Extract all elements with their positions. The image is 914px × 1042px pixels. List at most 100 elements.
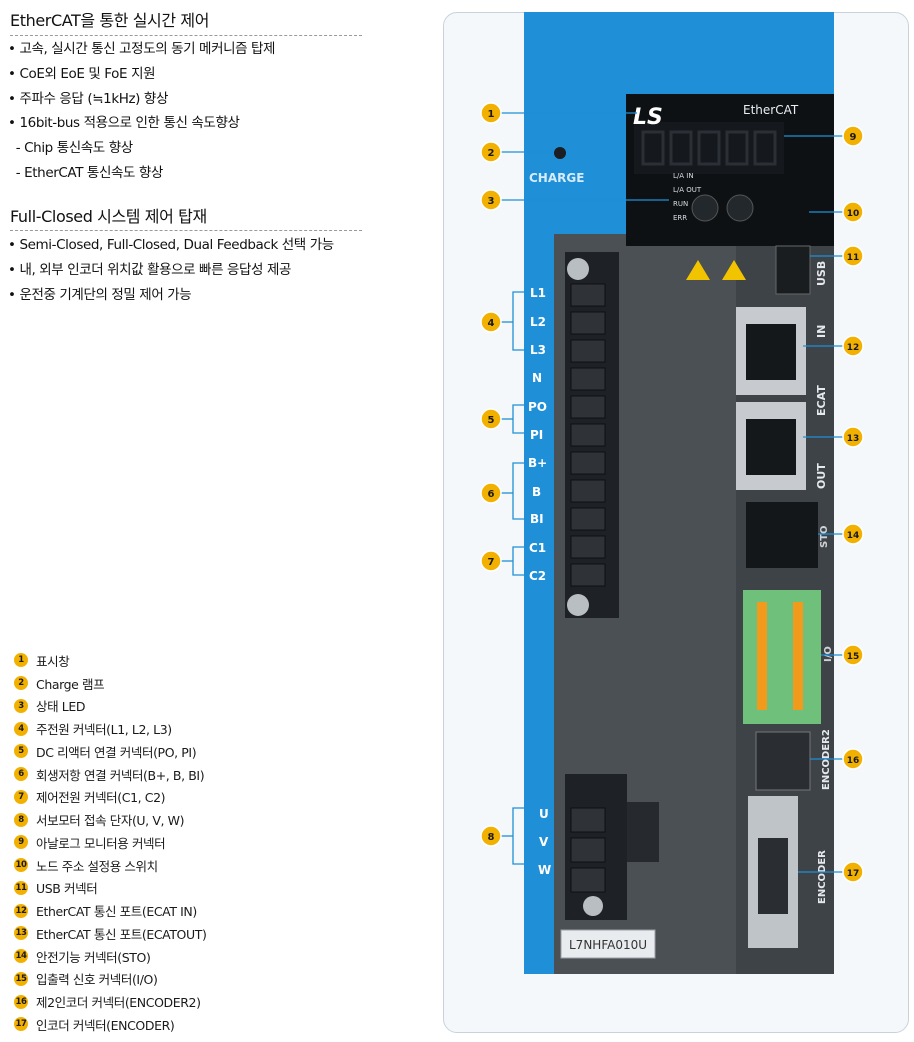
terminal-label: B xyxy=(532,485,541,499)
section-divider xyxy=(10,230,362,231)
terminal-label: PI xyxy=(530,428,543,442)
high-voltage-warning-icon xyxy=(686,260,710,280)
callout-badge xyxy=(480,141,502,163)
legend-label: 입출력 신호 커넥터(I/O) xyxy=(36,972,158,988)
callout-number: 10 xyxy=(847,209,860,219)
legend-number-badge: 9 xyxy=(14,835,28,850)
callout-number: 3 xyxy=(488,196,495,207)
callout-badge xyxy=(480,482,502,504)
terminal-label: BI xyxy=(530,512,544,526)
io-release-tabs xyxy=(793,602,803,710)
legend-number-badge: 11 xyxy=(14,880,28,895)
section-title-ethercat: EtherCAT을 통한 실시간 제어 xyxy=(10,11,210,30)
callout-badge xyxy=(480,189,502,211)
callout-badge xyxy=(480,311,502,333)
legend-label: DC 리액터 연결 커넥터(PO, PI) xyxy=(36,744,197,760)
encoder2-connector[interactable] xyxy=(755,731,811,791)
section-divider xyxy=(10,35,362,36)
callout-number: 8 xyxy=(488,832,495,843)
ls-logo: LS xyxy=(633,105,663,130)
led-label: L/A IN xyxy=(673,172,694,180)
callout-number: 14 xyxy=(847,531,860,541)
node-address-switch[interactable] xyxy=(691,194,719,222)
callout-number: 1 xyxy=(488,109,495,120)
legend-number-badge: 16 xyxy=(14,994,28,1009)
motor-terminal-label: U xyxy=(539,807,549,821)
terminal-label: L1 xyxy=(530,286,546,300)
ecat-out-label: OUT xyxy=(815,463,828,489)
charge-lamp xyxy=(554,147,566,159)
legend-label: 인코더 커넥터(ENCODER) xyxy=(36,1017,175,1033)
charge-label: CHARGE xyxy=(529,171,584,185)
legend-item: 5 DC 리액터 연결 커넥터(PO, PI) xyxy=(14,740,206,763)
io-label: I/O xyxy=(823,646,834,662)
ecat-out-socket xyxy=(746,419,796,475)
ethercat-logo: EtherCAT xyxy=(743,103,799,117)
legend-number-badge: 5 xyxy=(14,744,28,759)
callout-badge xyxy=(842,201,864,223)
feature-item: • 내, 외부 인코더 위치값 활용으로 빠른 응답성 제공 xyxy=(8,261,291,278)
callout-number: 5 xyxy=(488,415,495,426)
legend-number-badge: 7 xyxy=(14,789,28,804)
terminal-label: C2 xyxy=(529,569,546,583)
legend-number-badge: 17 xyxy=(14,1017,28,1032)
callout-badge xyxy=(842,644,864,666)
legend-item: 16 제2인코더 커넥터(ENCODER2) xyxy=(14,990,206,1013)
usb-label: USB xyxy=(815,261,828,286)
model-number: L7NHFA010U xyxy=(569,938,647,952)
terminal-screw xyxy=(567,594,589,616)
legend-number-badge: 2 xyxy=(14,676,28,691)
usb-port[interactable] xyxy=(775,245,811,295)
feature-item: - EtherCAT 통신속도 향상 xyxy=(8,164,164,181)
callout-badge xyxy=(480,825,502,847)
legend-label: EtherCAT 통신 포트(ECAT IN) xyxy=(36,904,197,920)
legend-item: 15 입출력 신호 커넥터(I/O) xyxy=(14,968,206,991)
legend-label: 제2인코더 커넥터(ENCODER2) xyxy=(36,995,201,1011)
led-label: RUN xyxy=(673,200,688,208)
legend-number-badge: 12 xyxy=(14,903,28,918)
ecat-in-socket xyxy=(746,324,796,380)
callout-badge xyxy=(480,408,502,430)
terminal-label: B+ xyxy=(528,456,547,470)
legend-number-badge: 1 xyxy=(14,653,28,668)
ethercat-feature-list: • 고속, 실시간 통신 고정도의 동기 메커니즘 탑제 • CoE외 EoE … xyxy=(8,37,275,186)
sto-connector[interactable] xyxy=(746,502,818,568)
terminal-screw xyxy=(583,896,603,916)
legend-label: 회생저항 연결 커넥터(B+, B, BI) xyxy=(36,767,205,783)
legend-label: 제어전원 커넥터(C1, C2) xyxy=(36,790,166,806)
legend-label: 표시창 xyxy=(36,653,70,669)
full-closed-feature-list: • Semi-Closed, Full-Closed, Dual Feedbac… xyxy=(8,233,334,307)
terminal-label: L2 xyxy=(530,315,546,329)
callout-badge xyxy=(842,523,864,545)
motor-terminal-label: V xyxy=(539,835,549,849)
callout-number: 7 xyxy=(488,557,495,568)
callout-number: 17 xyxy=(847,869,860,879)
node-address-switch[interactable] xyxy=(726,194,754,222)
encoder-label: ENCODER xyxy=(817,850,828,904)
feature-item: • CoE외 EoE 및 FoE 지원 xyxy=(8,65,156,82)
io-connector[interactable] xyxy=(743,590,821,724)
legend-number-badge: 15 xyxy=(14,971,28,986)
callout-number: 2 xyxy=(488,148,495,159)
callout-badge xyxy=(842,748,864,770)
terminal-label: L3 xyxy=(530,343,546,357)
legend-number-badge: 13 xyxy=(14,926,28,941)
section-title-full-closed: Full-Closed 시스템 제어 탑재 xyxy=(10,207,207,226)
legend-number-badge: 3 xyxy=(14,698,28,713)
legend-item: 17 인코더 커넥터(ENCODER) xyxy=(14,1013,206,1036)
legend-label: 노드 주소 설정용 스위치 xyxy=(36,858,158,874)
feature-item: • 16bit-bus 적용으로 인한 통신 속도향상 xyxy=(8,115,240,132)
callout-number: 9 xyxy=(850,132,857,143)
callout-number: 4 xyxy=(488,318,495,329)
legend-item: 12 EtherCAT 통신 포트(ECAT IN) xyxy=(14,899,206,922)
io-release-tabs xyxy=(757,602,767,710)
encoder-dsub-socket xyxy=(758,838,788,914)
feature-item: • 운전중 기계단의 정밀 제어 가능 xyxy=(8,286,192,303)
